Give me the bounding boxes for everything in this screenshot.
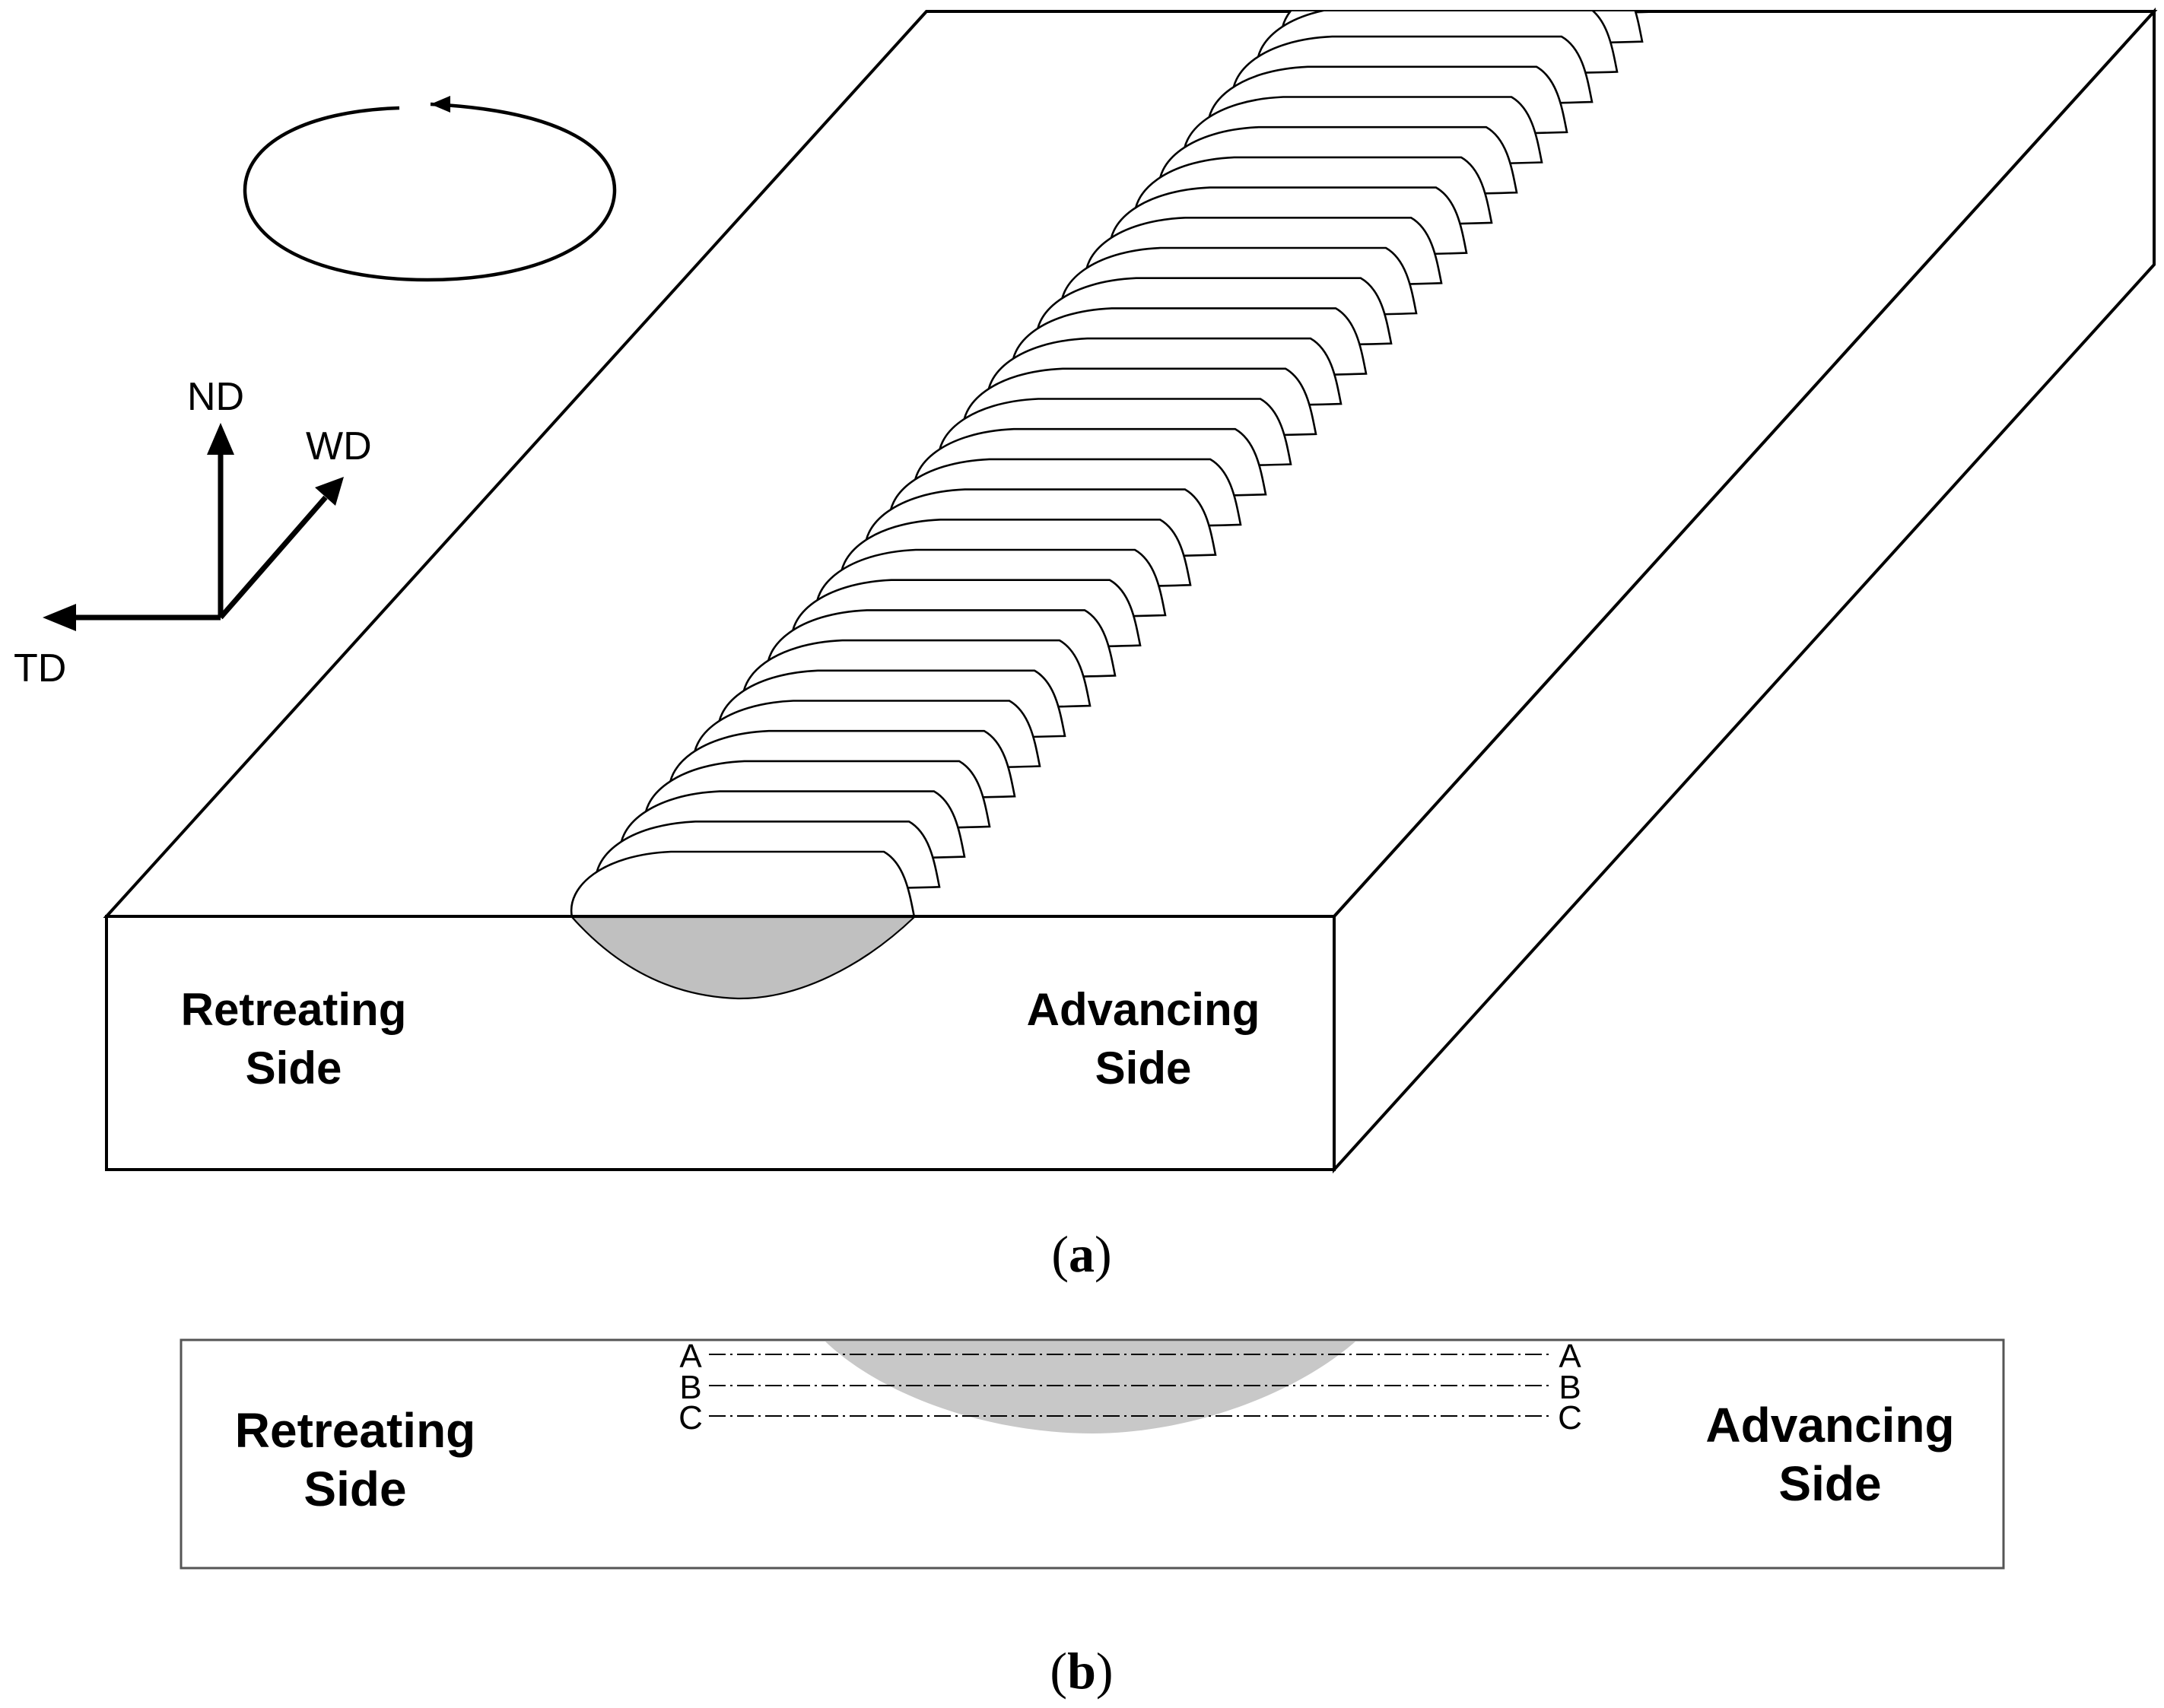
- retreating-side-label-b-line1: Retreating: [235, 1403, 476, 1458]
- advancing-side-label-a-line1: Advancing: [1027, 984, 1260, 1035]
- advancing-side-label-b-line2: Side: [1778, 1456, 1881, 1511]
- wd-label: WD: [306, 424, 372, 468]
- retreating-side-label-a-line2: Side: [246, 1043, 342, 1094]
- weld-ripple: [570, 850, 916, 916]
- scan-label-a-left: A: [679, 1338, 702, 1375]
- scan-label-b-left: B: [679, 1369, 701, 1406]
- td-label: TD: [14, 646, 66, 691]
- scan-label-b-right: B: [1559, 1369, 1581, 1406]
- wd-axis: [218, 495, 328, 620]
- retreating-side-label-b-line2: Side: [303, 1462, 406, 1516]
- advancing-side-label-b-line1: Advancing: [1705, 1398, 1954, 1452]
- scan-label-c-right: C: [1558, 1399, 1582, 1437]
- weld-nugget-cross-section: [825, 1341, 1355, 1433]
- caption-a: (a): [1051, 1225, 1111, 1283]
- plate-3d: [103, 7, 2158, 1174]
- cross-section-panel: [180, 1338, 2005, 1570]
- advancing-side-label-a-line2: Side: [1095, 1043, 1192, 1094]
- scan-label-a-right: A: [1559, 1338, 1581, 1375]
- caption-b: (b): [1050, 1642, 1113, 1700]
- retreating-side-label-a-line1: Retreating: [181, 984, 407, 1035]
- rotation-arrow-icon: [243, 96, 617, 282]
- scan-label-c-left: C: [678, 1399, 703, 1437]
- coordinate-axes-icon: [43, 423, 344, 631]
- weld-nugget-section: [570, 916, 917, 1000]
- nd-label: ND: [187, 375, 244, 419]
- weld-ripples: [570, 11, 1669, 916]
- plate-front-face: [105, 915, 1336, 1171]
